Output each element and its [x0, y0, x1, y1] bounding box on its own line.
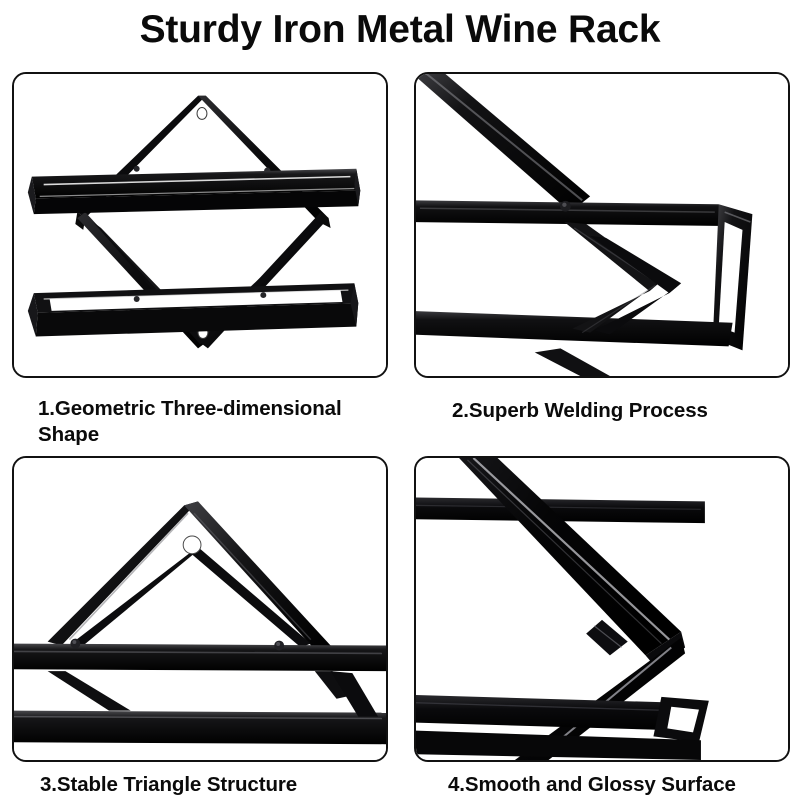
product-image-panel-2 [414, 72, 790, 378]
product-image-panel-4 [414, 456, 790, 762]
panel-caption-3: 3.Stable Triangle Structure [40, 773, 298, 796]
product-image-panel-3 [12, 456, 388, 762]
panel-caption-2: 2.Superb Welding Process [452, 399, 708, 422]
panel-caption-1: 1.Geometric Three-dimensional Shape [38, 397, 342, 446]
glossy-surface-closeup-image [416, 458, 788, 760]
product-image-panel-1 [12, 72, 388, 378]
panel-caption-4: 4.Smooth and Glossy Surface [448, 773, 736, 796]
welding-joint-closeup-image [416, 74, 788, 376]
page-title: Sturdy Iron Metal Wine Rack [139, 8, 661, 51]
triangle-structure-closeup-image [14, 458, 386, 760]
wine-rack-full-view-image [14, 74, 386, 376]
